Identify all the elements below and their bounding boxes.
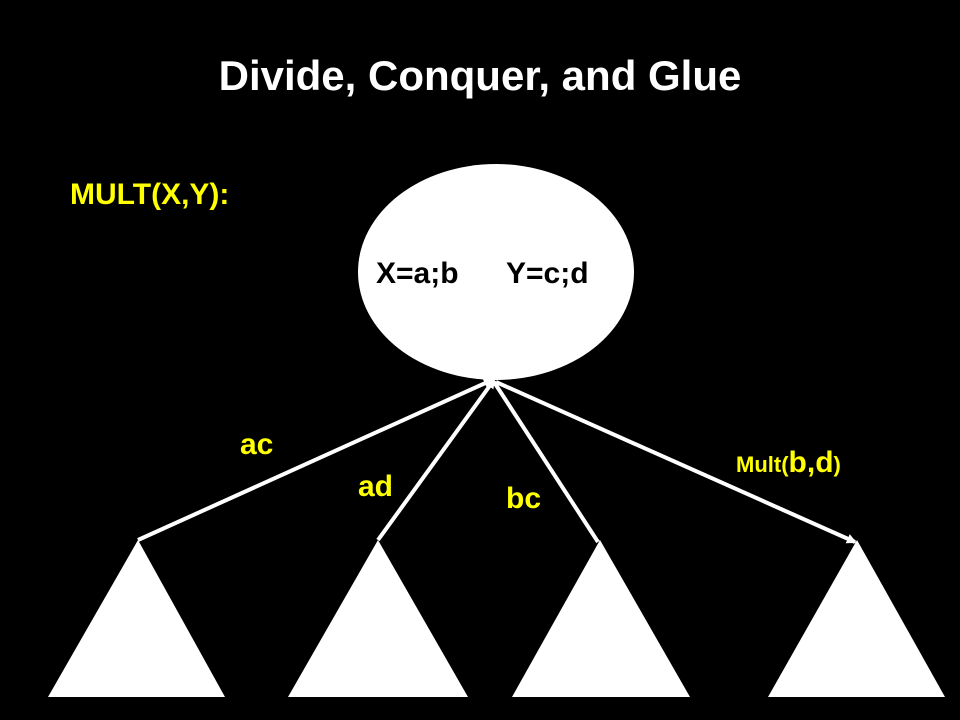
subtree-bd (768, 540, 945, 697)
subtree-ad (288, 540, 468, 697)
subtree-bc (512, 540, 690, 697)
root-y-expression: Y=c;d (506, 257, 589, 290)
mult-args: b,d (788, 446, 834, 479)
edge-ac (137, 378, 494, 542)
edge-bc (492, 380, 600, 544)
edge-label-bc: bc (506, 482, 542, 515)
slide-title: Divide, Conquer, and Glue (218, 52, 742, 99)
edge-label-ad: ad (358, 470, 394, 503)
root-node (358, 164, 634, 380)
function-label: MULT(X,Y): (70, 178, 230, 211)
edge-ad (376, 378, 496, 542)
edge-label-mult-bd: Mult(b,d) (736, 446, 841, 480)
mult-prefix: Mult( (736, 452, 789, 477)
edge-label-ac: ac (240, 428, 274, 461)
root-x-expression: X=a;b (376, 257, 459, 290)
subtree-ac (48, 540, 225, 697)
mult-suffix: ) (833, 452, 841, 477)
edge-bd (495, 380, 857, 544)
